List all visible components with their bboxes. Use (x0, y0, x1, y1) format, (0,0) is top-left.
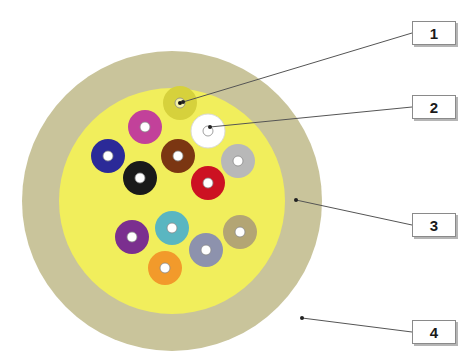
callout-number: 4 (412, 320, 456, 344)
fiber-core (203, 178, 213, 188)
fiber-core (135, 173, 145, 183)
fiber-core (233, 156, 243, 166)
fiber-core (103, 151, 113, 161)
fiber-tube (115, 220, 149, 254)
outer-jacket (22, 51, 322, 351)
fiber-core (203, 126, 213, 136)
fiber-core (140, 122, 150, 132)
callout-number: 3 (412, 213, 456, 237)
fiber-tube (148, 251, 182, 285)
fiber-tube (155, 211, 189, 245)
callout-number: 2 (412, 95, 456, 119)
fiber-core (201, 245, 211, 255)
fiber-tube (161, 139, 195, 173)
fiber-core (175, 98, 185, 108)
callout-number: 1 (412, 21, 456, 45)
fiber-core (173, 151, 183, 161)
fiber-tube (128, 110, 162, 144)
fiber-group (91, 86, 257, 285)
fiber-tube (191, 166, 225, 200)
fiber-tube (191, 114, 225, 148)
fiber-core (235, 227, 245, 237)
fiber-core (167, 223, 177, 233)
fiber-tube (163, 86, 197, 120)
fiber-tube (91, 139, 125, 173)
inner-filler (59, 88, 285, 314)
leader-lines (183, 33, 412, 332)
fiber-tube (223, 215, 257, 249)
fiber-core (160, 263, 170, 273)
fiber-tube (123, 161, 157, 195)
fiber-tube (189, 233, 223, 267)
leader-dots (181, 100, 304, 320)
fiber-tube (221, 144, 255, 178)
fiber-core (127, 232, 137, 242)
